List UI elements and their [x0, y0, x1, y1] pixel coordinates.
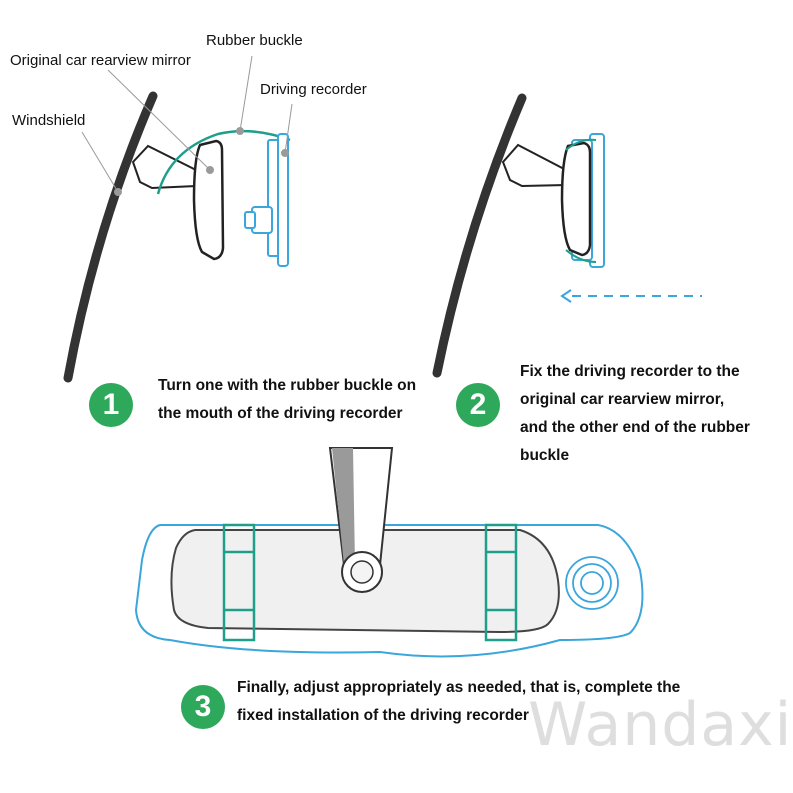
mirror-mount-1 [131, 144, 197, 190]
step-1-line-2: the mouth of the driving recorder [158, 405, 403, 422]
rubber-buckle-1 [156, 129, 291, 195]
step-3-text: Finally, adjust appropriately as needed,… [237, 674, 680, 730]
leader-lines-1 [81, 55, 293, 196]
step-2-line-1: Fix the driving recorder to the [520, 363, 740, 380]
panel-3-illustration [134, 447, 644, 658]
windshield-1 [63, 91, 158, 383]
step-3-badge: 3 [181, 685, 225, 729]
panel-2-illustration [432, 93, 702, 378]
step-2-badge: 2 [456, 383, 500, 427]
mirror-mount-2 [501, 143, 567, 188]
rubber-buckle-2 [565, 138, 597, 263]
label-windshield: Windshield [12, 112, 86, 129]
rubber-strap-left [222, 523, 256, 642]
step-2-text: Fix the driving recorder to the original… [520, 358, 750, 470]
step-1-line-1: Turn one with the rubber buckle on [158, 377, 417, 394]
original-mirror-side-1 [192, 139, 225, 261]
original-mirror-side-2 [560, 141, 592, 257]
rubber-strap-right [484, 523, 518, 642]
step-2-line-3: and the other end of the rubber [520, 419, 750, 436]
label-original-mirror: Original car rearview mirror [10, 52, 191, 69]
windshield-2 [432, 93, 527, 378]
step-2-line-2: original car rearview mirror, [520, 391, 725, 408]
step-3-line-2: fixed installation of the driving record… [237, 707, 529, 724]
step-2-line-4: buckle [520, 447, 570, 464]
step-1-text: Turn one with the rubber buckle on the m… [158, 372, 416, 428]
dashed-arrow-left [560, 289, 702, 303]
driving-recorder-side-1 [244, 133, 289, 267]
label-rubber-buckle: Rubber buckle [206, 32, 303, 49]
label-driving-recorder: Driving recorder [260, 81, 367, 98]
watermark: Wandaxi [528, 690, 793, 760]
step-1-badge: 1 [89, 383, 133, 427]
step-3-line-1: Finally, adjust appropriately as needed,… [237, 679, 681, 696]
panel-1-illustration [63, 55, 293, 383]
camera-lens [565, 556, 619, 610]
